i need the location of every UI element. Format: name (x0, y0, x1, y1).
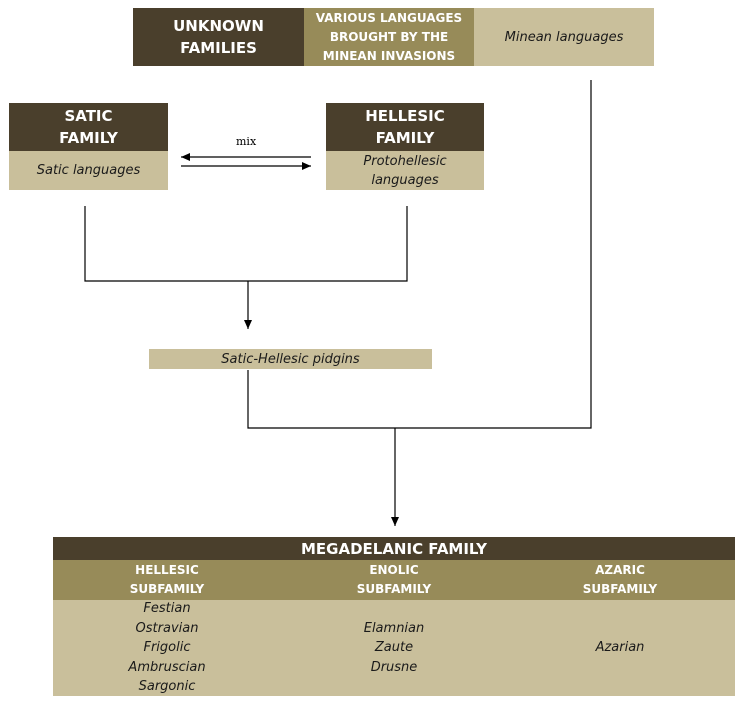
minean-languages-box: Minean languages (474, 8, 654, 66)
enolic-subfamily-languages: Elamnian Zaute Drusne (334, 600, 454, 696)
enolic-subfamily-header: ENOLIC SUBFAMILY (356, 563, 432, 596)
satic-family-title: SATIC FAMILY (9, 103, 168, 151)
minean-invasions-box: VARIOUS LANGUAGES BROUGHT BY THE MINEAN … (304, 8, 474, 66)
satic-languages-box: Satic languages (9, 151, 168, 190)
satic-hellesic-merge-line (84, 206, 408, 282)
azaric-subfamily-header: AZARIC SUBFAMILY (582, 563, 658, 596)
hellesic-family-title: HELLESIC FAMILY (326, 103, 484, 151)
language-item: Frigolic (143, 640, 191, 656)
protohellesic-languages-box: Protohellesic languages (326, 151, 484, 190)
pidgins-to-merge-line (247, 80, 592, 429)
hellesic-subfamily-languages: Festian Ostravian Frigolic Ambruscian Sa… (107, 600, 227, 696)
language-item: Elamnian (363, 620, 425, 636)
unknown-families-box: UNKNOWN FAMILIES (133, 8, 304, 66)
language-item: Drusne (370, 659, 418, 675)
hellesic-subfamily-header: HELLESIC SUBFAMILY (129, 563, 205, 596)
azaric-subfamily-languages: Azarian (560, 600, 680, 696)
megadelanic-family-title: MEGADELANIC FAMILY (53, 537, 735, 560)
language-item: Ostravian (135, 620, 199, 636)
mix-label: mix (236, 135, 257, 148)
subfamily-header-row (53, 560, 735, 600)
pidgins-box: Satic-Hellesic pidgins (149, 349, 432, 369)
language-item: Sargonic (138, 679, 196, 695)
language-item: Festian (143, 601, 191, 617)
language-item: Azarian (595, 640, 645, 656)
language-item: Ambruscian (128, 659, 206, 675)
language-item: Zaute (374, 640, 414, 656)
subfamily-languages-area (53, 600, 735, 696)
